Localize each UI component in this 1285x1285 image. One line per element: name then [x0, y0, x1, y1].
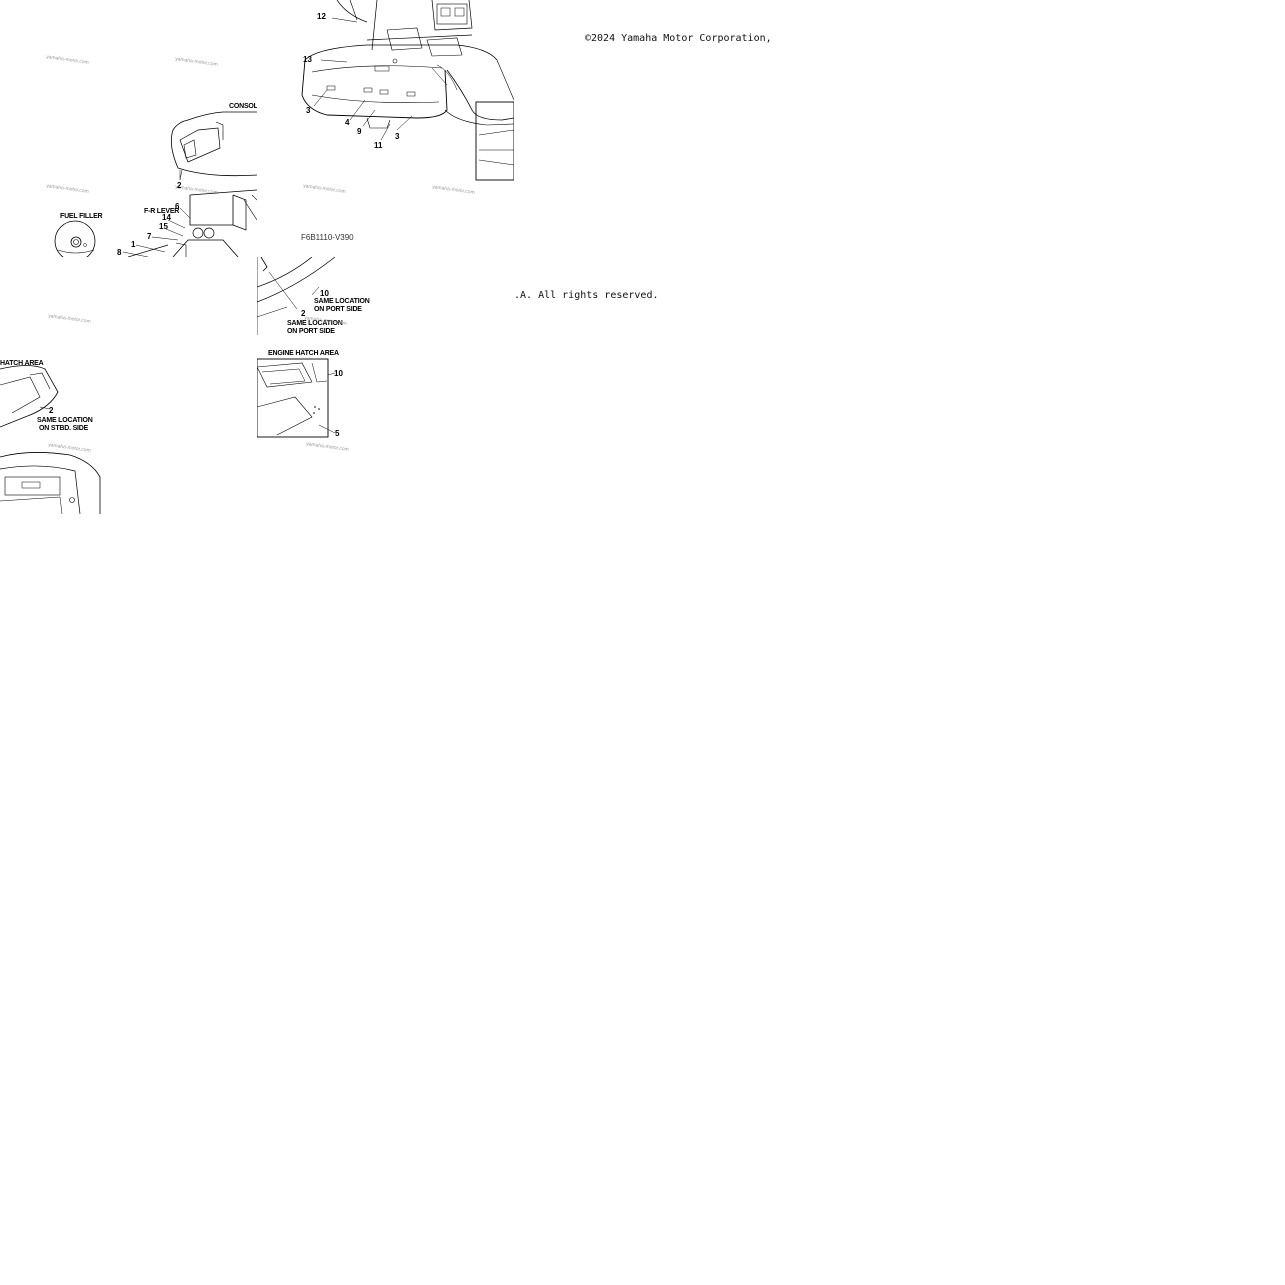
callout-3: 3 [395, 132, 400, 141]
label-console-hatch-partial: CONSOLE H [229, 103, 269, 110]
diagram-tile-engine-hatch [257, 257, 367, 457]
label-fr-lever: F-R LEVER [144, 208, 180, 215]
label-on-port-side: ON PORT SIDE [287, 328, 335, 335]
label-fuel-filler: FUEL FILLER [60, 213, 103, 220]
callout-4: 4 [345, 118, 350, 127]
callout-7: 7 [147, 232, 152, 241]
transom-drawing [301, 0, 514, 181]
callout-2: 2 [301, 309, 306, 318]
callout-13: 13 [303, 55, 312, 64]
label-same-location-port: SAME LOCATION [314, 298, 370, 305]
callout-9: 9 [357, 127, 362, 136]
console-drawing [128, 111, 257, 257]
callout-15: 15 [159, 222, 168, 231]
callout-12: 12 [317, 12, 326, 21]
label-on-port-side: ON PORT SIDE [314, 306, 362, 313]
diagram-tile-console [128, 100, 257, 257]
copyright-text: .A. All rights reserved. [514, 290, 659, 301]
callout-5: 5 [335, 429, 340, 438]
label-same-location-port: SAME LOCATION [287, 320, 343, 327]
callout-14: 14 [162, 213, 171, 222]
diagram-tile-hatch-stbd: yamaha-motor.com yamaha-motor.com [0, 257, 257, 514]
callout-3: 3 [306, 106, 311, 115]
callout-10: 10 [334, 369, 343, 378]
leader-lines-console [122, 169, 191, 257]
callout-6: 6 [175, 202, 180, 211]
callout-11: 11 [374, 141, 383, 150]
callout-8: 8 [117, 248, 122, 257]
label-hatch-area-partial: HATCH AREA [0, 360, 44, 367]
copyright-text: ©2024 Yamaha Motor Corporation, U.S [585, 33, 771, 44]
callout-10: 10 [320, 289, 329, 298]
label-same-location-stbd: SAME LOCATION [37, 417, 93, 424]
diagram-tile-transom: yamaha-motor.com yamaha-motor.com F6B111… [257, 0, 514, 257]
label-on-stbd-side: ON STBD. SIDE [39, 425, 89, 432]
hatch-stbd-drawing [0, 365, 101, 514]
callout-2: 2 [49, 406, 54, 415]
diagram-code: F6B1110-V390 [301, 233, 354, 242]
callout-1: 1 [131, 240, 136, 249]
fuel-filler-drawing [54, 220, 96, 257]
callout-2: 2 [177, 181, 182, 190]
label-engine-hatch-area: ENGINE HATCH AREA [268, 350, 339, 357]
engine-hatch-drawing [257, 257, 336, 438]
